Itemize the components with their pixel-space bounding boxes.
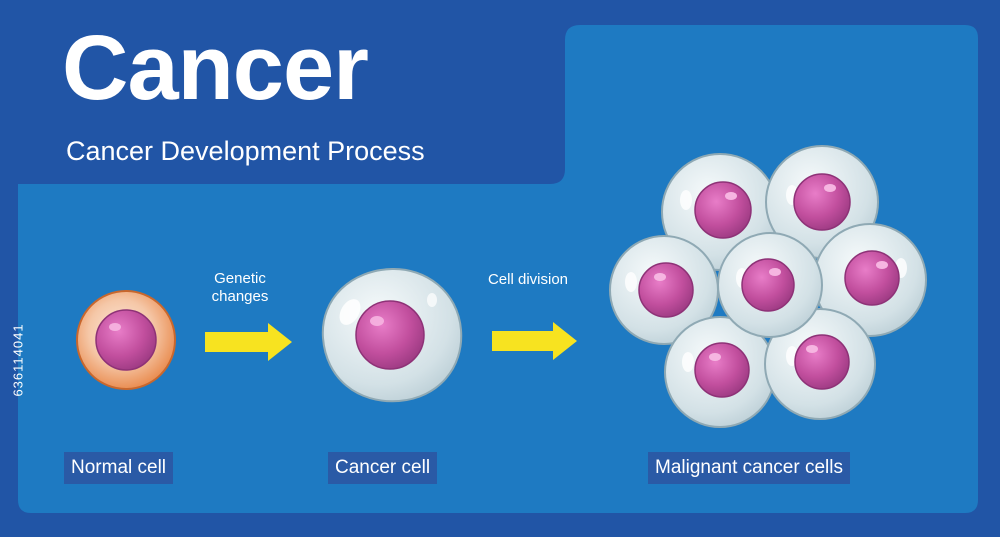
stage-label-malignant-cells: Malignant cancer cells: [648, 452, 850, 484]
arrow-right-icon: [492, 322, 577, 360]
transition-label-cell-division: Cell division: [487, 271, 569, 288]
cluster-cell: [813, 223, 927, 337]
cancer-cell-icon: [321, 267, 463, 403]
cluster-cell: [609, 235, 719, 345]
arrow-right-icon: [205, 323, 292, 361]
page-subtitle: Cancer Development Process: [66, 136, 425, 166]
normal-cell-icon: [76, 290, 176, 390]
cluster-cell: [717, 232, 823, 338]
malignant-cluster-icon: [609, 145, 927, 428]
stage-label-cancer-cell: Cancer cell: [328, 452, 438, 484]
stock-id-text: 636114041: [10, 323, 26, 397]
cluster-cell: [764, 308, 876, 420]
transition-label-genetic-changes: Genetic changes: [211, 270, 269, 305]
stock-id-watermark: 636114041: [8, 300, 28, 420]
page-title: Cancer: [62, 17, 369, 119]
cluster-cell: [664, 316, 776, 428]
stage-label-normal-cell: Normal cell: [64, 452, 174, 484]
